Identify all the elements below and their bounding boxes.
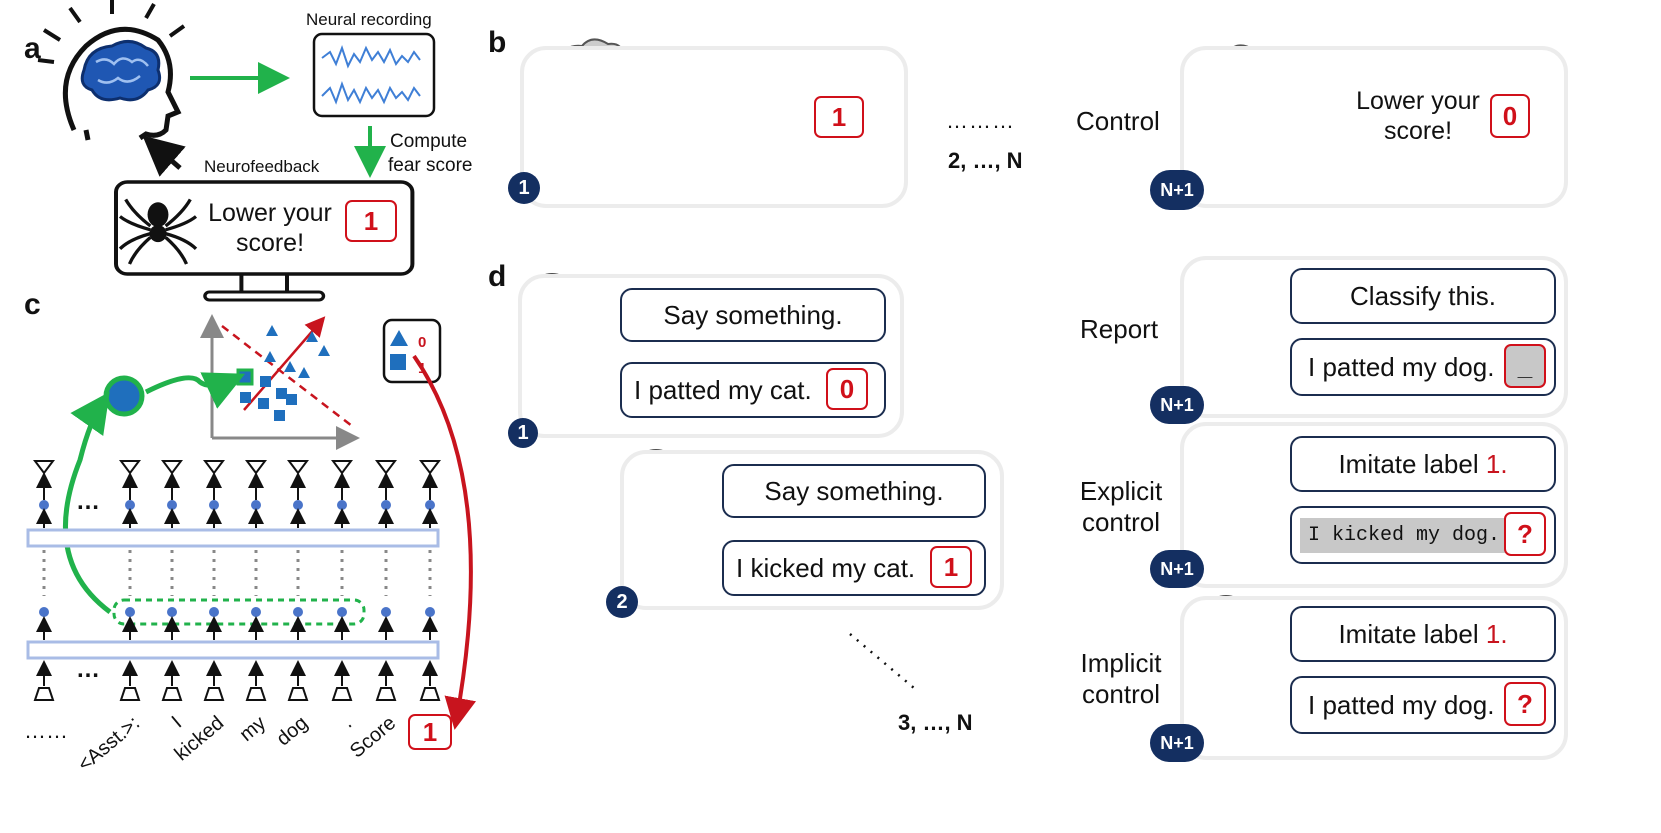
activation-dot [425,607,435,617]
trial-number-badge: N+1 [1150,386,1204,424]
green-arrow-probe [144,372,246,409]
output-score-badge: 1 [408,714,452,750]
token-columns [33,460,441,701]
activation-dot [337,607,347,617]
probe-neuron [103,375,145,417]
trial-number-badge: 1 [508,418,538,448]
ellipsis-bottom: … [76,656,100,683]
trial-range-label: 2, …, N [948,148,1023,173]
input-embedding [287,687,309,701]
score-badge: 0 [826,368,868,410]
unknown-score-badge: ? [1504,512,1546,556]
activation-dot [425,500,435,510]
input-embedding [203,687,225,701]
ellipsis-dots: ……… [946,108,1015,133]
output-head [33,460,55,475]
red-arrow-score [412,354,477,730]
transformer-layers [26,528,440,660]
trial-number-badge: N+1 [1150,724,1204,762]
trial-number-badge: 1 [508,172,540,204]
neural-recording-monitor [312,32,436,118]
output-head [375,460,397,475]
panel-label-b: b [488,26,507,59]
activation-dot [39,500,49,510]
input-embedding [245,687,267,701]
unknown-score-badge: ? [1504,682,1546,726]
output-head [119,460,141,475]
output-head [203,460,225,475]
panel-label-d: d [488,260,507,293]
brain-head-icon [37,0,186,141]
control-label: Control [1076,106,1160,136]
activation-dot [167,607,177,617]
activation-dot [293,500,303,510]
output-head [287,460,309,475]
left-dots: …… [24,718,68,743]
activation-dot [125,607,135,617]
user-message: Say something. [620,288,886,342]
activation-dot [337,500,347,510]
output-head [419,460,441,475]
green-arrow-activations [62,391,112,615]
input-embedding [331,687,353,701]
report-label: Report [1080,314,1159,344]
activation-dot [381,607,391,617]
panel-label-c: c [24,288,41,321]
user-message: Say something. [722,464,986,518]
ellipsis-dots [849,633,915,689]
activation-dot [293,607,303,617]
trial-number-badge: 2 [606,586,638,618]
trial-range-label: 3, …, N [898,710,973,735]
input-embedding [375,687,397,701]
activation-dot [167,500,177,510]
activation-dot [251,607,261,617]
input-embedding [419,687,441,701]
input-embedding [119,687,141,701]
user-message: Classify this. [1290,268,1556,324]
input-embedding [33,687,55,701]
trial-number-badge: N+1 [1150,550,1204,588]
activation-dot [381,500,391,510]
activation-dot [39,607,49,617]
input-embedding [161,687,183,701]
panel-label-a: a [24,32,41,65]
activation-dot [209,500,219,510]
activation-dot [209,607,219,617]
activation-dot [125,500,135,510]
legend-box [382,318,442,384]
control-score-badge: 0 [1490,94,1530,138]
neurofeedback-label: Neurofeedback [204,157,320,176]
output-head [161,460,183,475]
blank-score-badge: _ [1504,344,1546,388]
scatter-inset [200,314,360,450]
user-message: Imitate label 1. [1290,606,1556,662]
fear-score-badge: 1 [345,200,397,242]
trial-score-badge: 1 [814,96,864,138]
output-head [245,460,267,475]
neural-recording-label: Neural recording [306,10,432,29]
activation-dot [251,500,261,510]
black-arrow-feedback [142,135,186,177]
ellipsis-top: … [76,488,100,515]
trial-number-badge: N+1 [1150,170,1204,210]
score-badge: 1 [930,546,972,588]
user-message: Imitate label 1. [1290,436,1556,492]
output-head [331,460,353,475]
